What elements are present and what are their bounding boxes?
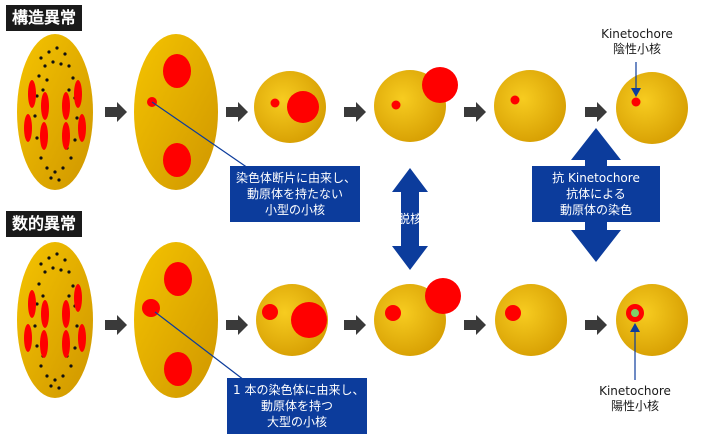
cell-bottom-2-telophase: [134, 242, 218, 398]
cell-top-4-enucleating: [374, 67, 458, 142]
cell-top-5: [494, 70, 566, 142]
note-antibody-line-3: 動原体の染色: [559, 203, 632, 217]
cell-top-1-metaphase: [17, 34, 93, 190]
arrow-right-top-4: [464, 102, 486, 122]
cell-bottom-1-metaphase: [17, 242, 93, 398]
arrow-right-bottom-2: [226, 315, 248, 335]
arrow-right-top-2: [226, 102, 248, 122]
cell-bottom-3: [256, 284, 328, 356]
kinetochore-positive-line-2: 陽性小核: [610, 399, 659, 413]
kinetochore-negative-label: Kinetochore 陰性小核: [592, 27, 682, 57]
pointer-line-top: [151, 101, 249, 169]
note-fragment: 染色体断片に由来し、 動原体を持たない 小型の小核: [230, 166, 360, 222]
enucleation-double-arrow: [392, 168, 428, 270]
note-whole-line-1: 1 本の染色体に由来し、: [233, 383, 365, 397]
note-antibody: 抗 Kinetochore 抗体による 動原体の染色: [532, 166, 660, 222]
arrow-right-top-1: [105, 102, 127, 122]
arrow-right-bottom-3: [344, 315, 366, 335]
kinetochore-positive-line-1: Kinetochore: [599, 384, 671, 398]
kinetochore-negative-line-2: 陰性小核: [612, 42, 661, 56]
arrow-right-bottom-4: [464, 315, 486, 335]
kinetochore-negative-line-1: Kinetochore: [601, 27, 673, 41]
cell-bottom-4-enucleating: [374, 278, 461, 356]
arrow-right-bottom-5: [585, 315, 607, 335]
note-fragment-line-1: 染色体断片に由来し、: [236, 171, 357, 185]
cell-bottom-6-kinetochore-positive: [616, 284, 688, 356]
note-whole-chromosome: 1 本の染色体に由来し、 動原体を持つ 大型の小核: [227, 378, 367, 434]
arrow-right-bottom-1: [105, 315, 127, 335]
pointer-arrow-positive: [630, 323, 640, 380]
pointer-line-bottom: [154, 311, 245, 381]
arrow-right-top-5: [585, 102, 607, 122]
section-label-numerical: 数的異常: [6, 211, 83, 237]
section-label-structural: 構造異常: [6, 5, 83, 31]
note-antibody-line-1: 抗 Kinetochore: [552, 171, 640, 185]
cell-top-2-telophase: [134, 34, 218, 190]
enucleation-label: 脱核: [397, 212, 422, 226]
arrow-right-top-3: [344, 102, 366, 122]
cell-top-3: [254, 71, 326, 143]
cell-top-6-kinetochore-negative: [616, 72, 688, 144]
note-fragment-line-3: 小型の小核: [264, 203, 325, 217]
note-whole-line-3: 大型の小核: [266, 415, 327, 429]
note-antibody-line-2: 抗体による: [566, 187, 626, 201]
pointer-arrow-negative: [631, 62, 641, 97]
kinetochore-positive-label: Kinetochore 陽性小核: [590, 384, 680, 414]
note-whole-line-2: 動原体を持つ: [260, 399, 333, 413]
cell-bottom-5: [495, 284, 567, 356]
note-fragment-line-2: 動原体を持たない: [246, 187, 343, 201]
